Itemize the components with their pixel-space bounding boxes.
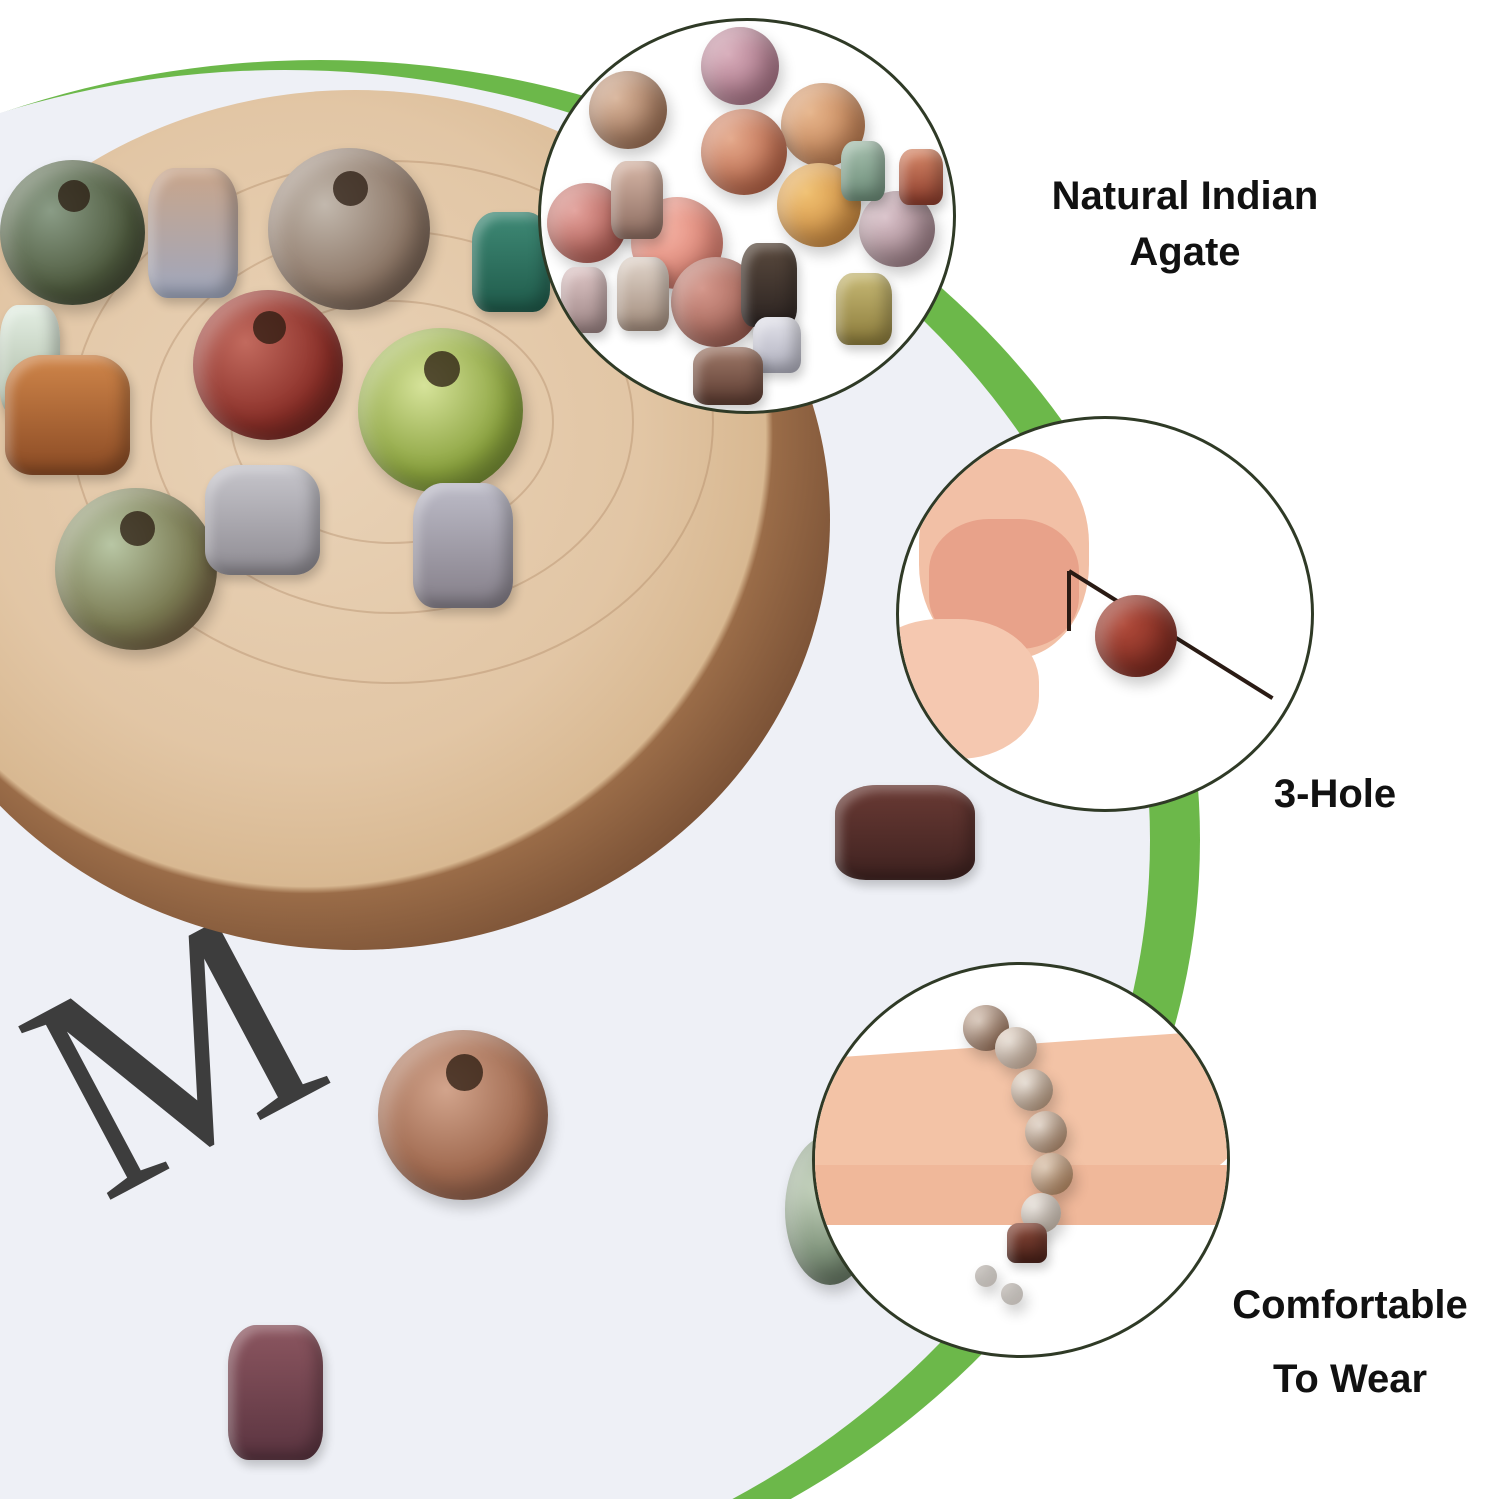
- caption-line: 3-Hole: [1273, 772, 1397, 816]
- guru-bead: [472, 212, 550, 312]
- guru-bead: [205, 465, 320, 575]
- agate-bead: [0, 160, 145, 305]
- agate-bead: [378, 1030, 548, 1200]
- agate-bead: [55, 488, 217, 650]
- agate-bead: [358, 328, 523, 493]
- agate-bead: [268, 148, 430, 310]
- guru-bead: [835, 785, 975, 880]
- guru-bead: [413, 483, 513, 608]
- inset-bead-assortment: [538, 18, 956, 414]
- caption-line: To Wear: [1272, 1357, 1428, 1401]
- inset-threading: [896, 416, 1314, 812]
- guru-bead: [148, 168, 238, 298]
- caption-line: Comfortable: [1232, 1283, 1468, 1327]
- guru-bead: [228, 1325, 323, 1460]
- caption-line: Agate: [1129, 230, 1241, 274]
- caption-comfortable-to-wear: Comfortable To Wear: [1195, 1268, 1499, 1416]
- caption-natural-indian-agate: Natural Indian Agate: [1000, 168, 1370, 280]
- caption-3-hole: 3-Hole: [1240, 770, 1430, 818]
- agate-bead: [193, 290, 343, 440]
- inset-bracelet: [812, 962, 1230, 1358]
- caption-line: Natural Indian: [1051, 174, 1319, 218]
- guru-bead: [5, 355, 130, 475]
